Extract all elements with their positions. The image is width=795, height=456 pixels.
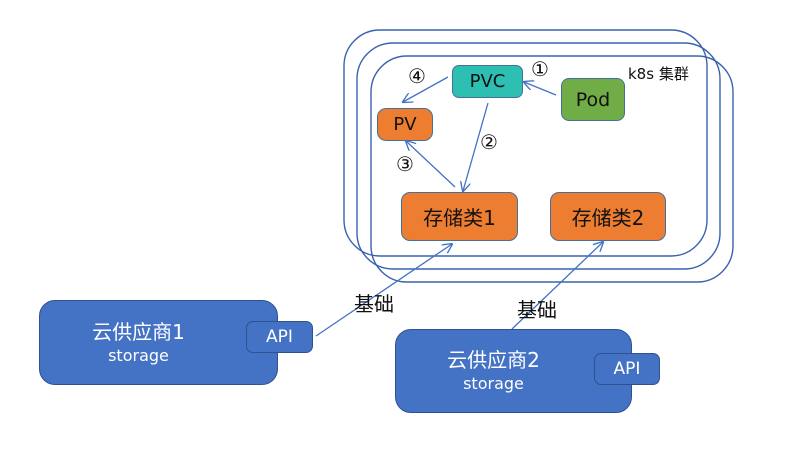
arrow-provider1-to-storage-class-1 — [315, 244, 452, 337]
cloud-provider-1[interactable]: 云供应商1 storage — [39, 300, 278, 385]
api-2-label: API — [613, 359, 641, 379]
pv-label: PV — [393, 114, 417, 135]
api-2-button[interactable]: API — [594, 353, 660, 385]
cloud-provider-1-sub: storage — [108, 345, 169, 365]
cloud-provider-1-name: 云供应商1 — [92, 319, 185, 344]
storage-class-1-node[interactable]: 存储类1 — [401, 192, 518, 241]
cluster-frame-middle — [356, 42, 721, 270]
cluster-frame-front — [370, 55, 734, 283]
cloud-provider-2-name: 云供应商2 — [447, 348, 540, 372]
storage-class-2-node[interactable]: 存储类2 — [550, 192, 666, 241]
pod-node[interactable]: Pod — [561, 78, 625, 121]
cluster-frame-back — [343, 29, 708, 257]
step-3-marker: ③ — [396, 152, 414, 176]
step-4-marker: ④ — [408, 64, 426, 88]
arrow-pvc-to-pv — [403, 76, 449, 102]
storage-class-1-label: 存储类1 — [423, 206, 496, 230]
pod-label: Pod — [575, 88, 611, 111]
step-2-marker: ② — [480, 130, 498, 154]
pvc-label: PVC — [469, 71, 506, 92]
step-1-marker: ① — [531, 57, 549, 81]
arrow-provider2-to-storage-class-2 — [511, 242, 603, 330]
arrow-storage-class-to-pv — [406, 141, 456, 188]
storage-class-2-label: 存储类2 — [571, 206, 645, 230]
api-1-label: API — [266, 327, 293, 347]
foundation-label-2: 基础 — [517, 298, 557, 322]
foundation-label-1: 基础 — [354, 292, 394, 316]
pv-node[interactable]: PV — [377, 108, 433, 141]
arrow-pvc-to-storage-class — [463, 102, 489, 191]
arrow-pod-to-pvc — [524, 82, 557, 96]
api-1-button[interactable]: API — [246, 321, 313, 353]
cloud-provider-2[interactable]: 云供应商2 storage — [395, 329, 632, 413]
pvc-node[interactable]: PVC — [452, 65, 523, 98]
cluster-label: k8s 集群 — [628, 65, 689, 83]
cloud-provider-2-sub: storage — [463, 374, 524, 393]
